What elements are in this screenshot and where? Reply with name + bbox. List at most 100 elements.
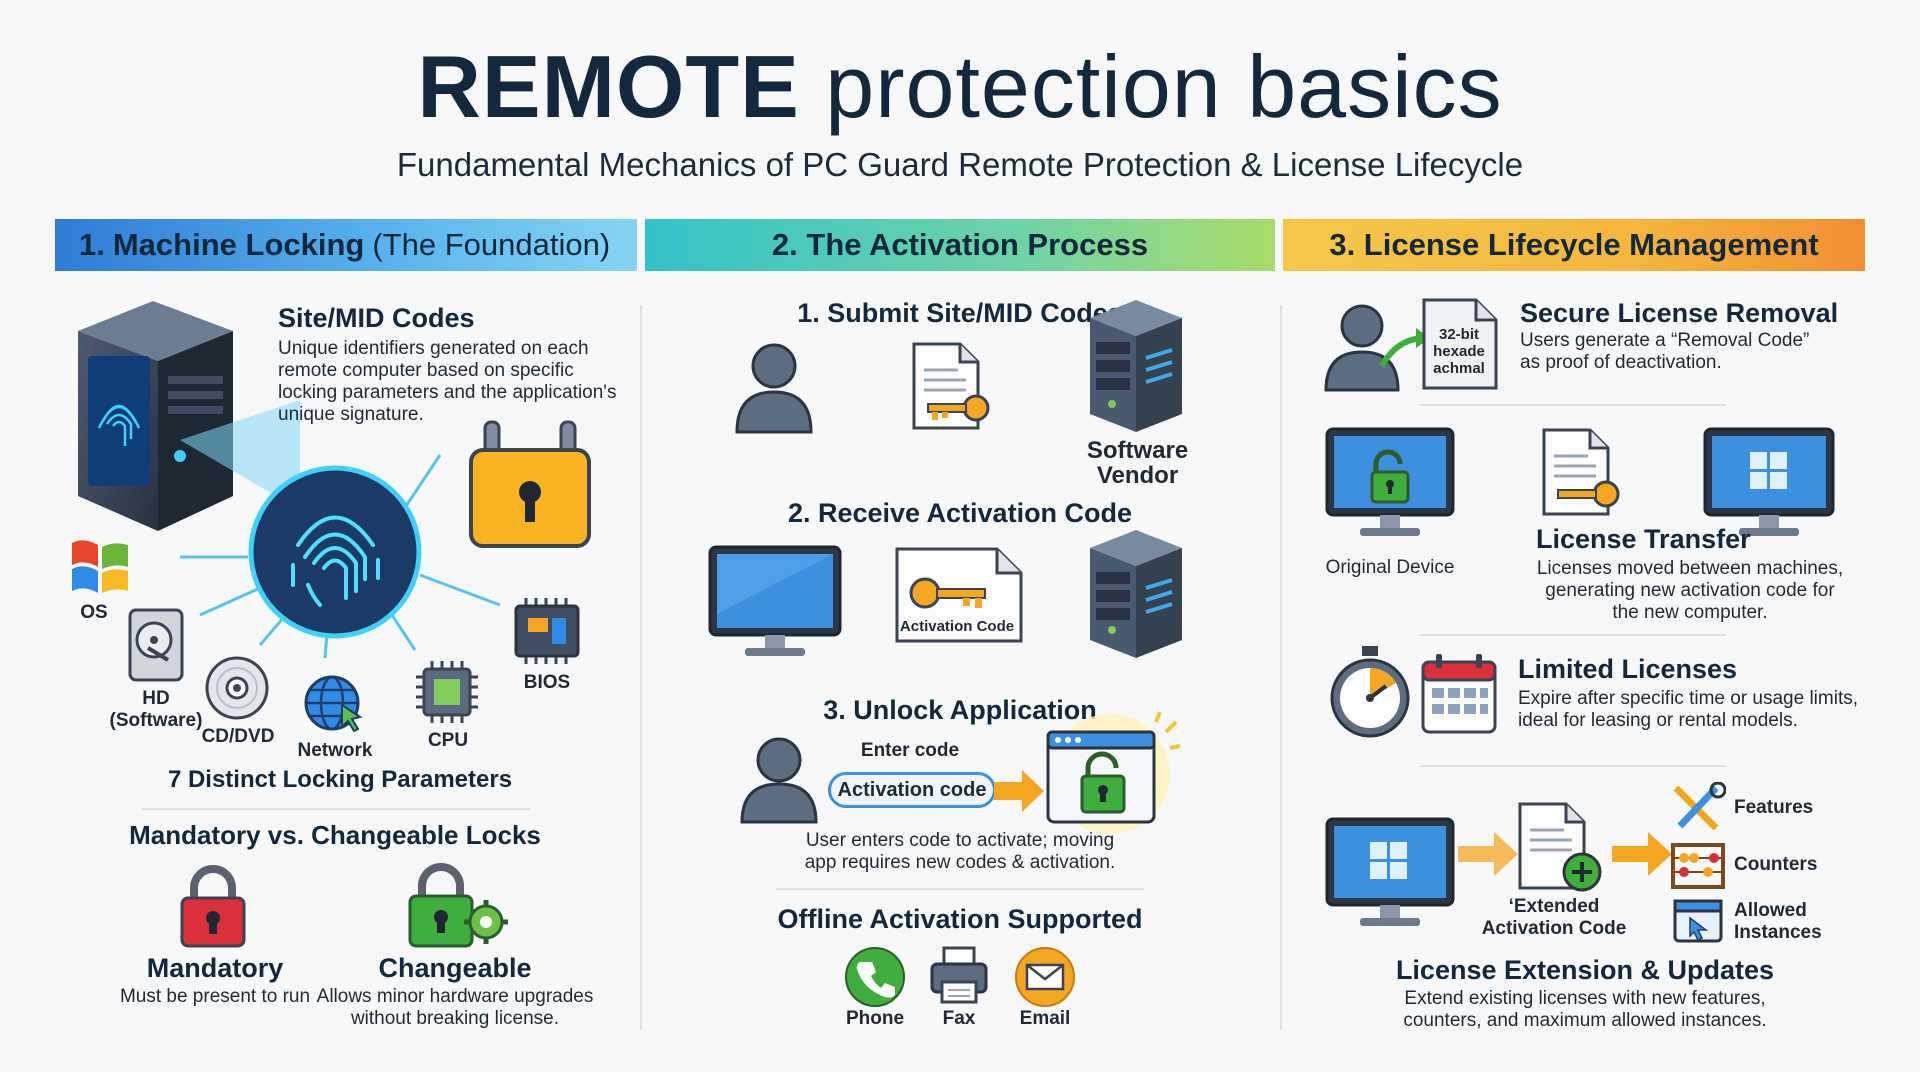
enter-code-label: Enter code bbox=[860, 740, 960, 761]
divider bbox=[1420, 404, 1726, 406]
transfer-desc-line: the new computer. bbox=[1612, 602, 1768, 623]
changeable-desc: Allows minor hardware upgrades without b… bbox=[310, 986, 600, 1030]
scan-beam bbox=[180, 400, 300, 510]
transfer-desc-line: Licenses moved between machines, bbox=[1536, 558, 1844, 579]
param-hd-line1: HD bbox=[142, 688, 170, 709]
section-1-number: 1. bbox=[79, 227, 105, 262]
monitor-icon bbox=[707, 544, 843, 660]
phone-label: Phone bbox=[845, 1008, 905, 1029]
user-icon bbox=[733, 340, 815, 434]
license-document-key-icon bbox=[1540, 426, 1626, 518]
removal-code-document-icon bbox=[1420, 296, 1500, 392]
page-title: REMOTE protection basics bbox=[0, 36, 1920, 138]
vendor-server-icon bbox=[1084, 296, 1188, 436]
parameters-caption: 7 Distinct Locking Parameters bbox=[167, 766, 513, 793]
activation-code-input[interactable]: Activation code bbox=[828, 772, 996, 808]
step3-desc-line: User enters code to activate; moving bbox=[805, 830, 1115, 851]
windows-monitor-icon bbox=[1324, 816, 1456, 932]
changeable-desc-line: without breaking license. bbox=[350, 1008, 560, 1029]
divider bbox=[1420, 765, 1726, 767]
extended-code-line2: Activation Code bbox=[1481, 918, 1627, 939]
windows-logo-icon bbox=[68, 535, 132, 595]
param-hd-line2: (Software) bbox=[109, 710, 203, 731]
activation-code-document-icon bbox=[893, 545, 1025, 645]
removal-doc-line3: achmal bbox=[1433, 360, 1485, 377]
new-device-monitor-icon bbox=[1702, 426, 1836, 542]
extension-description: Extend existing licenses with new featur… bbox=[1330, 988, 1840, 1032]
locks-title: Mandatory vs. Changeable Locks bbox=[129, 820, 541, 850]
original-device-label: Original Device bbox=[1325, 557, 1455, 578]
server-icon bbox=[1084, 526, 1188, 662]
allowed-instances-label: Allowed Instances bbox=[1734, 900, 1822, 944]
param-cpu-label: CPU bbox=[427, 730, 469, 751]
step1-title: 1. Submit Site/MID Codes bbox=[797, 298, 1123, 328]
removal-doc-line2: hexade bbox=[1433, 343, 1485, 360]
unlocked-app-window-icon bbox=[1040, 712, 1180, 836]
offline-title: Offline Activation Supported bbox=[777, 904, 1143, 934]
counters-label: Counters bbox=[1734, 854, 1818, 875]
vendor-label: Software Vendor bbox=[1070, 438, 1205, 488]
site-mid-description: Unique identifiers generated on each rem… bbox=[278, 338, 623, 426]
vendor-label-line2: Vendor bbox=[1096, 462, 1179, 489]
features-label: Features bbox=[1734, 797, 1814, 818]
stopwatch-icon bbox=[1328, 644, 1412, 740]
section-1-title: Machine Locking bbox=[112, 227, 365, 262]
email-icon bbox=[1014, 946, 1076, 1008]
divider bbox=[142, 808, 530, 810]
step3-title: 3. Unlock Application bbox=[823, 695, 1097, 725]
param-hd-label: HD (Software) bbox=[108, 688, 204, 732]
changeable-desc-line: Allows minor hardware upgrades bbox=[316, 986, 594, 1007]
extension-desc-line: counters, and maximum allowed instances. bbox=[1403, 1010, 1767, 1031]
padlock-icon bbox=[467, 420, 593, 550]
fax-label: Fax bbox=[942, 1008, 976, 1029]
phone-icon bbox=[844, 946, 906, 1008]
extension-desc-line: Extend existing licenses with new featur… bbox=[1404, 988, 1766, 1009]
param-cd-label: CD/DVD bbox=[201, 726, 275, 747]
mandatory-title: Mandatory bbox=[146, 953, 284, 983]
divider bbox=[1420, 634, 1726, 636]
title-bold: REMOTE bbox=[417, 37, 800, 136]
removal-doc-label: 32-bit hexade achmal bbox=[1424, 326, 1494, 377]
site-mid-line: Unique identifiers generated on each bbox=[278, 338, 589, 359]
extension-title: License Extension & Updates bbox=[1395, 955, 1775, 985]
removal-doc-line1: 32-bit bbox=[1438, 326, 1479, 343]
transfer-description: Licenses moved between machines, generat… bbox=[1530, 558, 1850, 624]
cd-dvd-icon bbox=[204, 655, 270, 721]
vendor-label-line1: Software bbox=[1086, 437, 1189, 464]
changeable-lock-icon bbox=[408, 860, 508, 950]
tools-icon bbox=[1670, 782, 1726, 834]
removal-desc-line: as proof of deactivation. bbox=[1520, 352, 1722, 373]
document-key-icon bbox=[910, 340, 996, 432]
section-header-lifecycle: 3. License Lifecycle Management bbox=[1283, 219, 1865, 271]
hard-drive-icon bbox=[128, 608, 184, 682]
abacus-icon bbox=[1670, 842, 1726, 890]
allowed-line1: Allowed bbox=[1734, 900, 1807, 921]
user-icon bbox=[738, 734, 820, 824]
removal-desc-line: Users generate a “Removal Code” bbox=[1520, 330, 1810, 351]
window-cursor-icon bbox=[1672, 898, 1724, 944]
cpu-chip-icon bbox=[414, 659, 480, 725]
changeable-title: Changeable bbox=[378, 953, 532, 983]
limited-title: Limited Licenses bbox=[1518, 654, 1738, 684]
limited-desc-line: Expire after specific time or usage limi… bbox=[1518, 688, 1859, 709]
site-mid-line: unique signature. bbox=[278, 404, 424, 425]
param-bios-label: BIOS bbox=[523, 672, 571, 693]
step3-description: User enters code to activate; moving app… bbox=[740, 830, 1180, 874]
bios-chip-icon bbox=[510, 596, 584, 666]
network-globe-icon bbox=[302, 673, 366, 733]
column-divider-1 bbox=[640, 305, 642, 1030]
fax-icon bbox=[928, 946, 990, 1006]
extended-code-document-icon bbox=[1516, 800, 1606, 896]
calendar-icon bbox=[1420, 652, 1498, 736]
limited-description: Expire after specific time or usage limi… bbox=[1518, 688, 1878, 732]
arrow-right-icon bbox=[1612, 832, 1672, 876]
transfer-desc-line: generating new activation code for bbox=[1545, 580, 1835, 601]
server-tower-icon bbox=[68, 296, 243, 536]
section-header-machine-locking: 1.Machine Locking(The Foundation) bbox=[55, 219, 637, 271]
activation-code-doc-label: Activation Code bbox=[899, 618, 1015, 635]
page-subtitle: Fundamental Mechanics of PC Guard Remote… bbox=[396, 146, 1524, 183]
step2-title: 2. Receive Activation Code bbox=[787, 498, 1133, 528]
removal-description: Users generate a “Removal Code” as proof… bbox=[1520, 330, 1860, 374]
original-device-monitor-icon bbox=[1324, 426, 1456, 542]
column-divider-2 bbox=[1280, 305, 1282, 1030]
